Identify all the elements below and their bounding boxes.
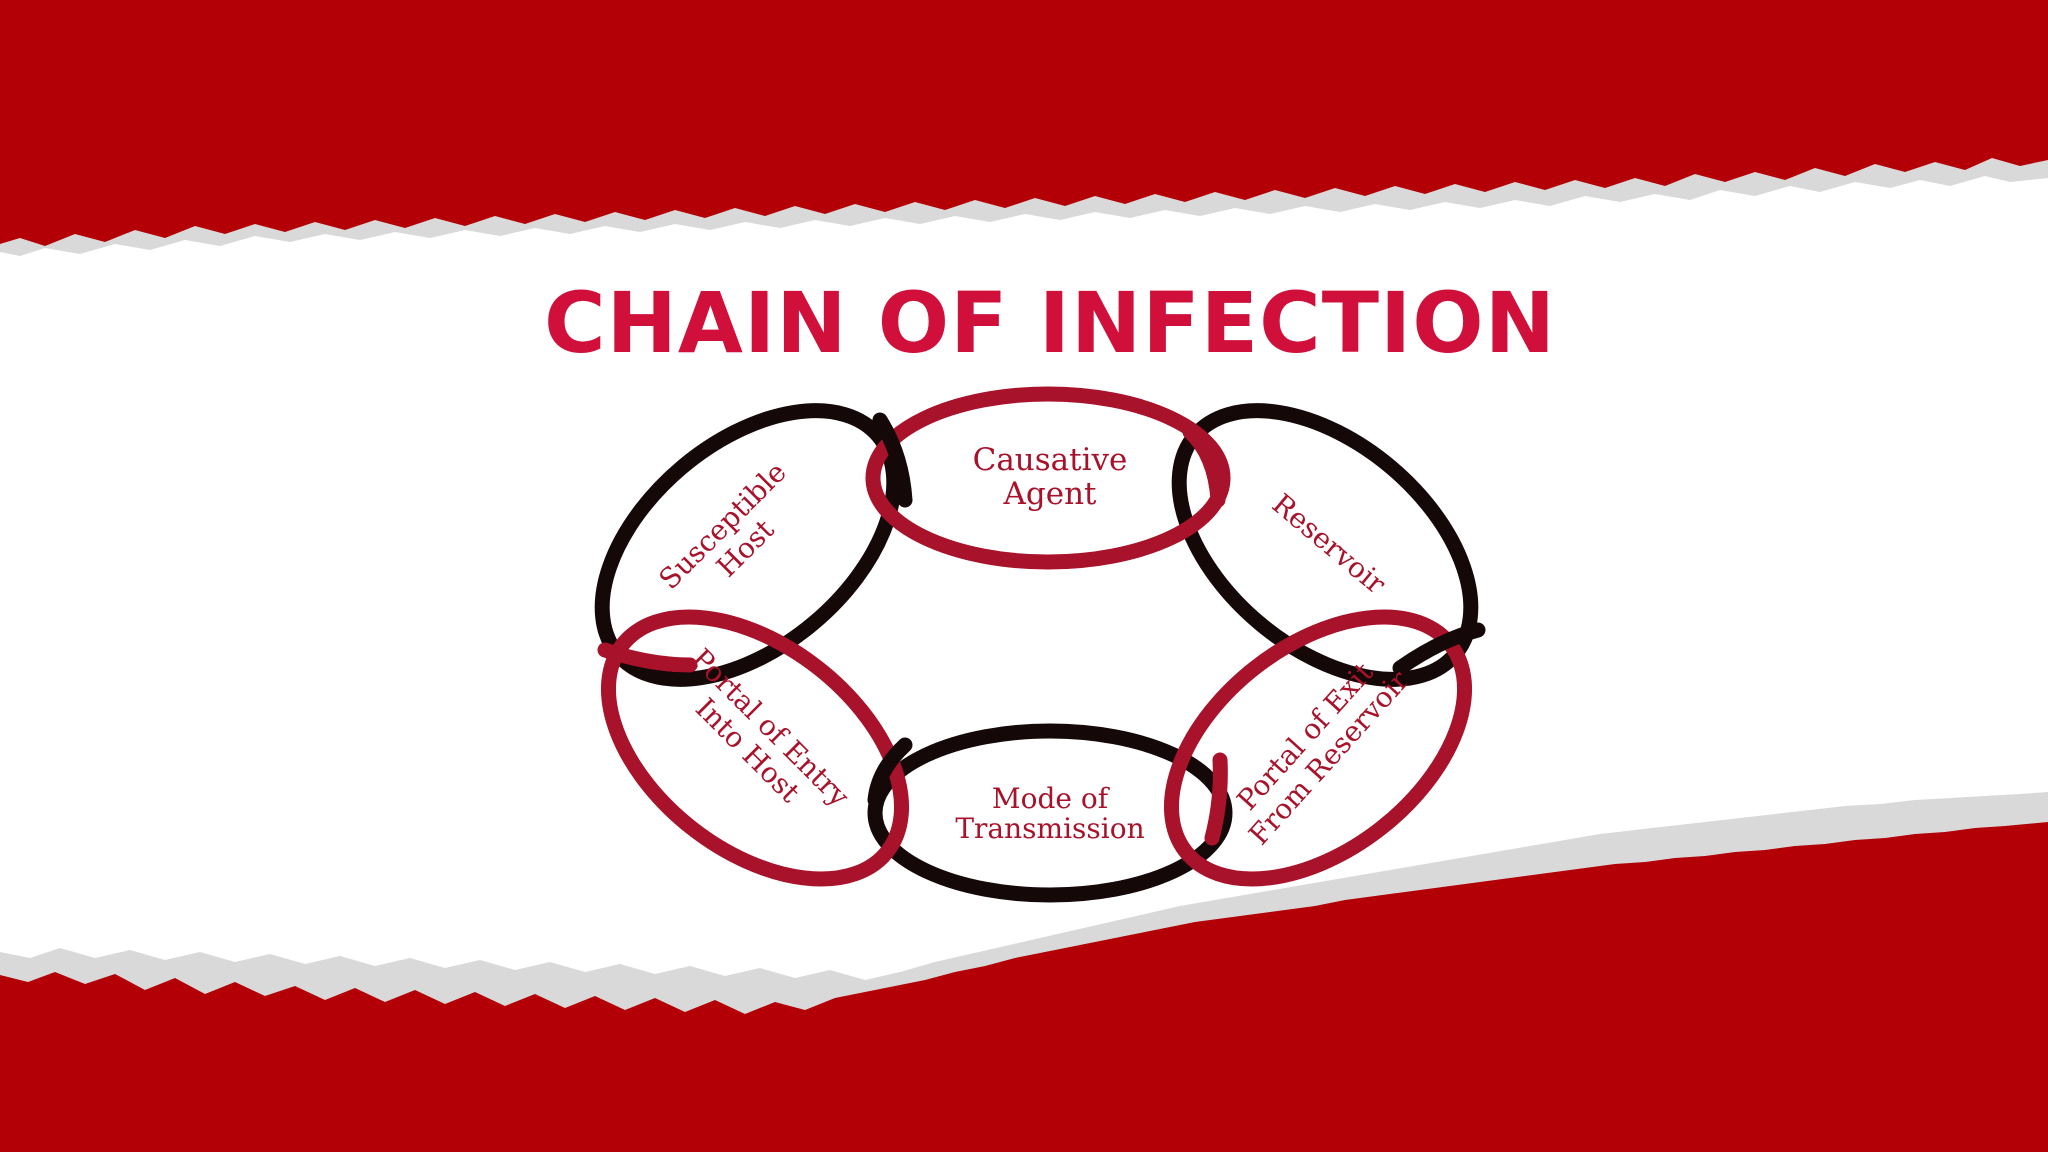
- label-mode-of-transmission: Mode of Transmission: [955, 782, 1144, 845]
- link-ring-mode-of-transmission: [867, 723, 1233, 903]
- overlap-agent-over-reservoir: [1182, 424, 1226, 508]
- label-causative-agent-line2: Agent: [1003, 476, 1098, 512]
- link-ring-portal-of-entry: [600, 609, 910, 887]
- diagram-title: CHAIN OF INFECTION: [544, 274, 1556, 372]
- overlap-susceptible-over-agent: [872, 412, 913, 508]
- overlap-exit-over-mode: [1204, 752, 1228, 846]
- bottom-banner-red: [0, 822, 2048, 1152]
- overlap-entry-over-susceptible: [597, 642, 698, 673]
- overlap-mode-over-entry: [867, 737, 913, 808]
- label-mode-of-transmission-line1: Mode of: [992, 782, 1111, 815]
- link-ring-causative-agent: [865, 386, 1231, 570]
- overlap-reservoir-over-exit: [1392, 622, 1486, 676]
- top-banner-red: [0, 0, 2048, 246]
- label-mode-of-transmission-line2: Transmission: [955, 812, 1144, 845]
- label-causative-agent-line1: Causative: [973, 442, 1128, 478]
- label-causative-agent: Causative Agent: [973, 442, 1128, 512]
